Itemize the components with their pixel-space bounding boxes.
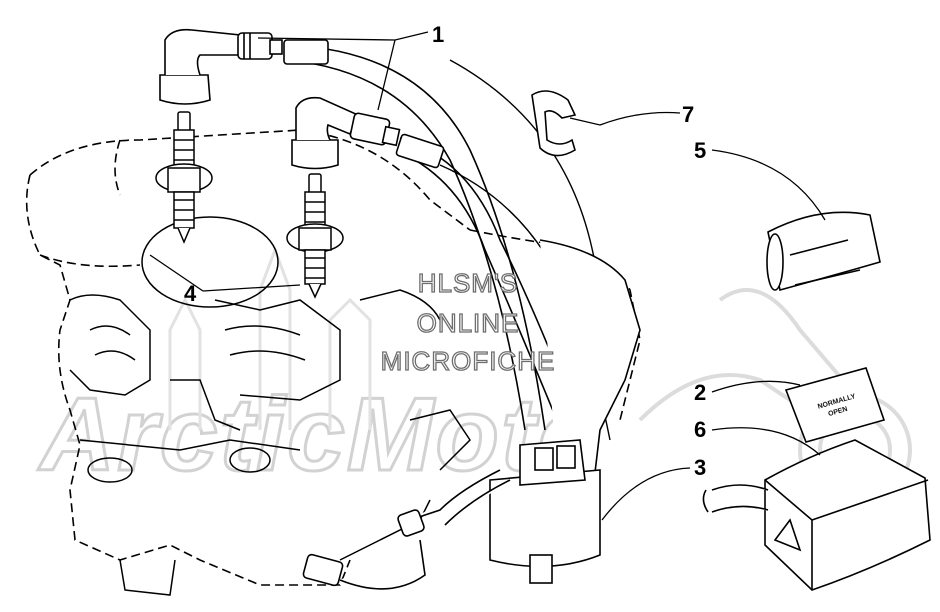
callout-3: 3 — [694, 455, 706, 480]
normally-open-sticker: NORMALLY OPEN — [784, 367, 886, 443]
leader-2 — [711, 380, 801, 393]
spark-plug-right — [286, 173, 344, 299]
plug-bore-outline — [141, 216, 279, 308]
callout-2: 2 — [694, 380, 706, 405]
ignition-module — [702, 439, 931, 591]
watermark-line-2: ONLINE — [417, 308, 520, 338]
spark-plug-left — [155, 111, 213, 244]
leader-7 — [569, 111, 681, 126]
leader-1b — [257, 37, 396, 41]
leader-5 — [711, 149, 826, 221]
plug-cap-right — [291, 96, 401, 170]
brand-watermark: ArcticMoto — [36, 245, 912, 507]
engine-block — [25, 129, 641, 586]
boot-sleeve — [766, 211, 881, 291]
watermark-line-1: HLSM'S — [418, 268, 519, 298]
callouts: 1 7 5 4 2 6 3 — [184, 22, 706, 480]
leader-3 — [601, 467, 691, 521]
callout-5: 5 — [694, 138, 706, 163]
hlsm-watermark: HLSM'S ONLINE MICROFICHE — [380, 267, 556, 376]
callout-7: 7 — [682, 102, 694, 127]
callout-6: 6 — [694, 417, 706, 442]
leader-1a — [377, 31, 429, 111]
leader-4b — [149, 254, 204, 292]
leader-lines — [149, 31, 826, 521]
callout-4: 4 — [184, 281, 197, 306]
plug-cap-left — [159, 28, 283, 105]
leader-4a — [202, 284, 301, 292]
engine-details — [69, 289, 471, 596]
callout-1: 1 — [432, 22, 444, 47]
watermark-line-3: MICROFICHE — [381, 346, 556, 376]
wire-clip — [531, 90, 577, 157]
ignition-coil — [302, 239, 641, 590]
leader-6 — [711, 427, 821, 456]
